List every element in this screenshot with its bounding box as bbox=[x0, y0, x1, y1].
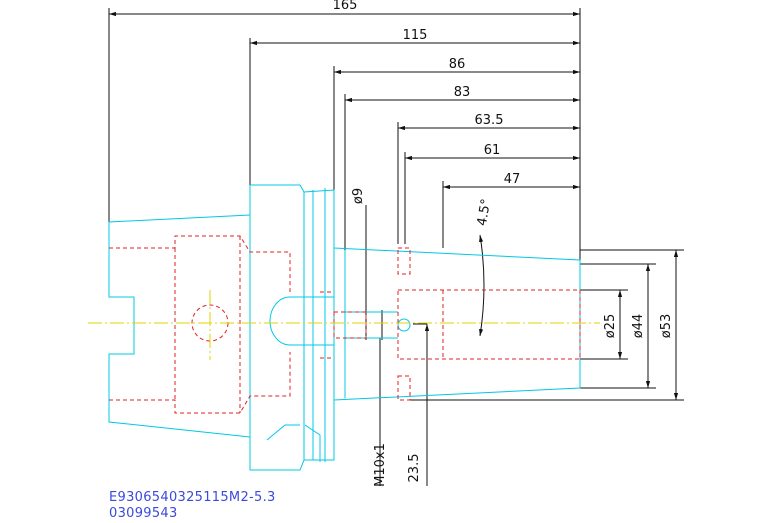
dim-label-d25: ø25 bbox=[603, 314, 618, 339]
dim-label-63-5: 63.5 bbox=[475, 113, 504, 128]
part-number: 03099543 bbox=[109, 506, 178, 521]
hidden-lines bbox=[109, 235, 581, 414]
dim-label-83: 83 bbox=[454, 85, 471, 100]
part-code: E9306540325115M2-5.3 bbox=[109, 490, 276, 505]
dim-label-115: 115 bbox=[403, 28, 428, 43]
thread-and-depth-leaders bbox=[379, 323, 430, 486]
dim-label-86: 86 bbox=[449, 57, 466, 72]
depth-label: 23.5 bbox=[407, 454, 422, 483]
diameter-labels: ø25 ø44 ø53 bbox=[603, 314, 674, 339]
dim-label-61: 61 bbox=[484, 143, 501, 158]
horizontal-dimensions bbox=[109, 11, 580, 190]
diameter-dimensions bbox=[617, 250, 679, 400]
bore-d9-label: ø9 bbox=[351, 188, 366, 204]
angle-label: 4.5° bbox=[475, 198, 494, 227]
bore-d9-dimension bbox=[365, 205, 383, 340]
diameter-extension-lines bbox=[410, 249, 684, 401]
dim-label-d53: ø53 bbox=[659, 314, 674, 339]
angle-dimension bbox=[479, 234, 485, 337]
dim-label-47: 47 bbox=[504, 172, 521, 187]
holder-outline bbox=[108, 184, 581, 471]
horizontal-dimension-labels: 165 115 86 83 63.5 61 47 bbox=[333, 0, 521, 187]
thread-label: M10x1 bbox=[373, 443, 388, 487]
dim-label-165: 165 bbox=[333, 0, 358, 13]
center-lines bbox=[88, 290, 600, 360]
dim-label-d44: ø44 bbox=[631, 314, 646, 339]
